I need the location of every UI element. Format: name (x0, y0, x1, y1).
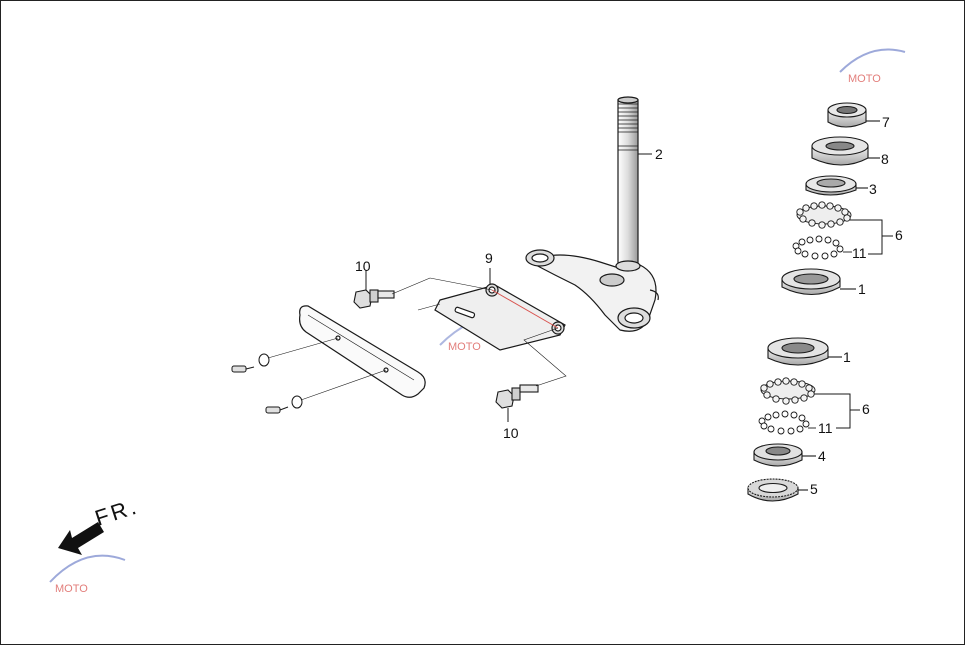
part-label-5: 5 (810, 481, 818, 497)
part-label-8: 8 (881, 151, 889, 167)
part-label-6-top: 6 (895, 227, 903, 243)
part-label-6-bottom: 6 (862, 401, 870, 417)
loose-balls-bottom-11 (758, 410, 816, 435)
part-label-4: 4 (818, 448, 826, 464)
part-label-10-bottom: 10 (503, 425, 519, 441)
part-label-10-top: 10 (355, 258, 371, 274)
bottom-bridge (525, 249, 659, 332)
top-nut-7 (827, 102, 880, 128)
part-label-2: 2 (655, 146, 663, 162)
part-label-1-top: 1 (858, 281, 866, 297)
watermark-bottom-left: MOTO (49, 554, 126, 595)
watermark-text: MOTO (848, 73, 881, 85)
dust-seal-5 (747, 478, 808, 502)
leader-reflector (417, 303, 441, 311)
bracket-stay (434, 283, 566, 351)
watermark-text: MOTO (448, 341, 481, 353)
watermark-top-right: MOTO (839, 48, 906, 85)
part-label-11-top: 11 (852, 245, 867, 261)
bracket-6-top (850, 219, 883, 255)
bearing-balls-top-6 (796, 201, 852, 229)
part-label-3: 3 (869, 181, 877, 197)
ball-race-1-top (781, 268, 856, 296)
watermark-text: MOTO (55, 583, 88, 595)
front-direction-arrow: FR. (58, 493, 142, 555)
bearing-balls-bottom-6 (760, 377, 816, 405)
bolt-lower (495, 327, 567, 422)
screw-lower (265, 369, 387, 414)
loose-balls-top-11 (792, 235, 852, 260)
adjusting-nut-8 (811, 136, 880, 166)
bottom-cone-race-4 (753, 443, 816, 467)
bracket-6-bottom (814, 393, 851, 429)
front-direction-label: FR. (92, 493, 142, 531)
part-label-1-bottom: 1 (843, 349, 851, 365)
bolt-upper (353, 270, 493, 309)
part-label-9: 9 (485, 250, 493, 266)
part-label-7: 7 (882, 114, 890, 130)
reflector-plate (299, 305, 426, 398)
screw-upper (231, 337, 339, 373)
ball-race-1-bottom (767, 337, 842, 366)
top-cone-race-3 (805, 175, 868, 196)
part-label-11-bottom: 11 (818, 420, 833, 436)
steering-stem-shaft (617, 96, 639, 266)
